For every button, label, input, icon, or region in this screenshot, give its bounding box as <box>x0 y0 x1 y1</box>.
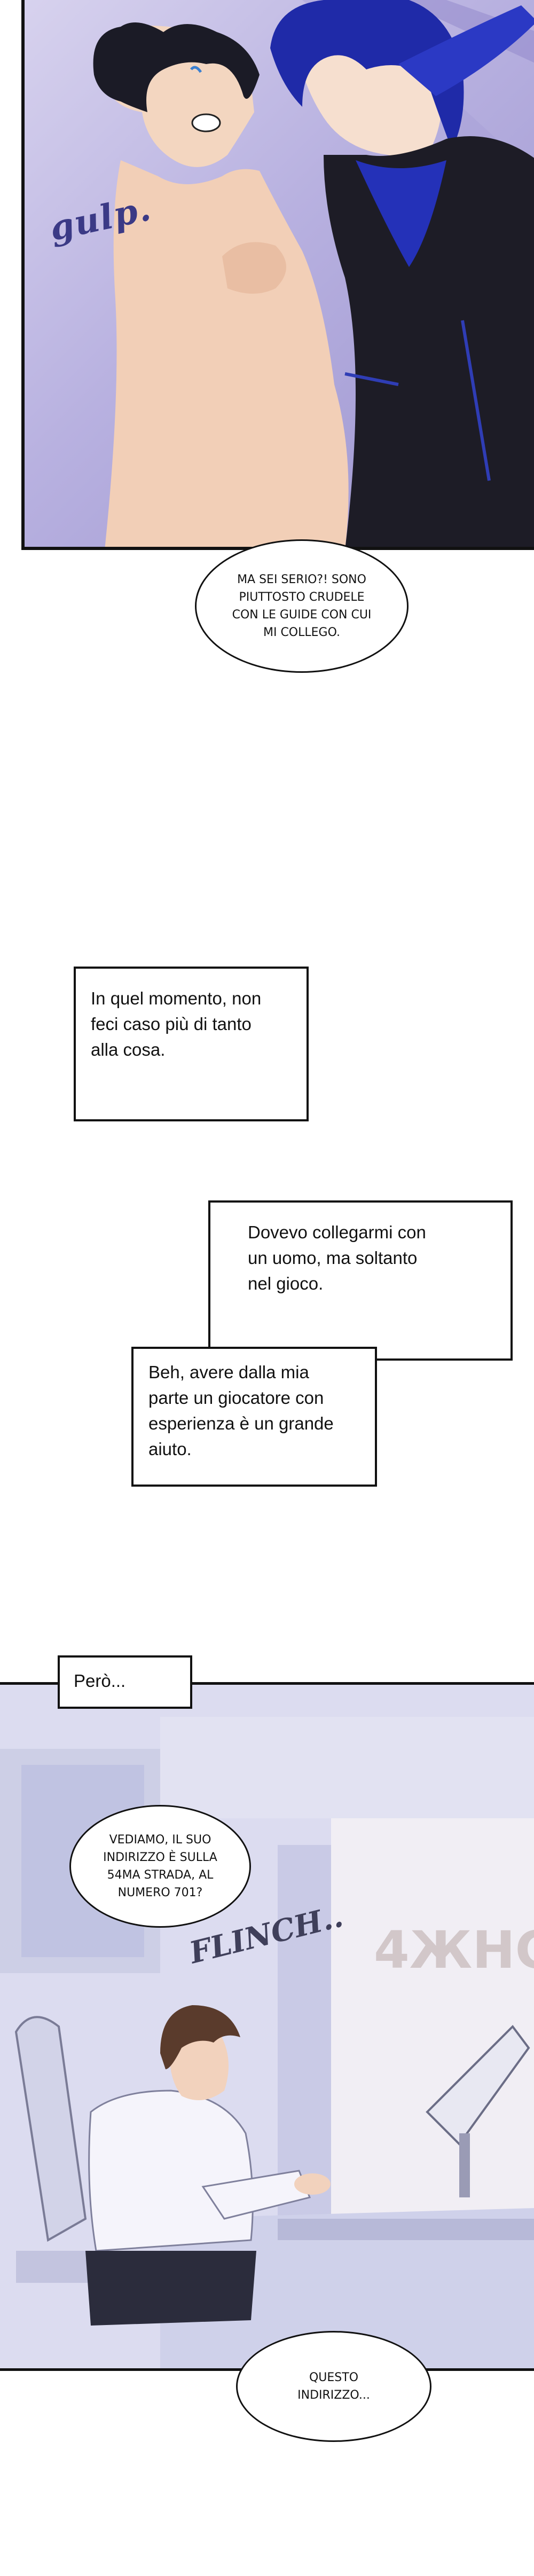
speech-line: INDIRIZZO... <box>297 2389 370 2402</box>
speech-line: CON LE GUIDE CON CUI <box>232 608 372 622</box>
speech-bubble-3: QUESTO INDIRIZZO... <box>236 2331 431 2442</box>
narration-line: Beh, avere dalla mia <box>148 1362 309 1382</box>
window-sign: 4ЖHCЗГ <box>374 1920 534 1980</box>
boy-figure <box>93 22 349 547</box>
speech-line: INDIRIZZO È SULLA <box>103 1851 217 1864</box>
comic-panel-2: 4ЖHCЗГ <box>0 1682 534 2371</box>
narration-line: nel gioco. <box>248 1274 324 1293</box>
narration-line: un uomo, ma soltanto <box>248 1248 418 1268</box>
narration-line: In quel momento, non <box>91 988 262 1008</box>
speech-line: VEDIAMO, IL SUO <box>109 1833 211 1847</box>
narration-line: esperienza è un grande <box>148 1413 334 1433</box>
speech-line: MA SEI SERIO?! SONO <box>237 573 366 586</box>
panel-1-artwork <box>93 0 534 547</box>
comic-panel-1 <box>21 0 534 550</box>
narration-line: parte un giocatore con <box>148 1388 324 1408</box>
narration-box-1: In quel momento, non feci caso più di ta… <box>74 967 309 1121</box>
speech-line: PIUTTOSTO CRUDELE <box>239 591 365 604</box>
narration-line: feci caso più di tanto <box>91 1014 252 1034</box>
narration-box-4: Però... <box>58 1655 192 1709</box>
narration-line: alla cosa. <box>91 1040 166 1059</box>
narration-line: Però... <box>74 1671 126 1691</box>
speech-bubble-2: VEDIAMO, IL SUO INDIRIZZO È SULLA 54MA S… <box>69 1805 251 1928</box>
narration-box-2: Dovevo collegarmi con un uomo, ma soltan… <box>208 1200 513 1361</box>
man-figure <box>270 0 534 547</box>
narration-line: Dovevo collegarmi con <box>248 1222 426 1242</box>
narration-line: aiuto. <box>148 1439 192 1459</box>
speech-line: QUESTO <box>309 2371 359 2384</box>
speech-line: MI COLLEGO. <box>263 626 341 639</box>
speech-line: NUMERO 701? <box>117 1886 203 1899</box>
speech-bubble-1: MA SEI SERIO?! SONO PIUTTOSTO CRUDELE CO… <box>195 539 409 673</box>
office-worker-figure <box>85 2005 331 2326</box>
narration-box-3: Beh, avere dalla mia parte un giocatore … <box>131 1347 377 1487</box>
speech-line: 54MA STRADA, AL <box>107 1868 214 1882</box>
panel-2-artwork: 4ЖHCЗГ <box>0 1685 534 2368</box>
